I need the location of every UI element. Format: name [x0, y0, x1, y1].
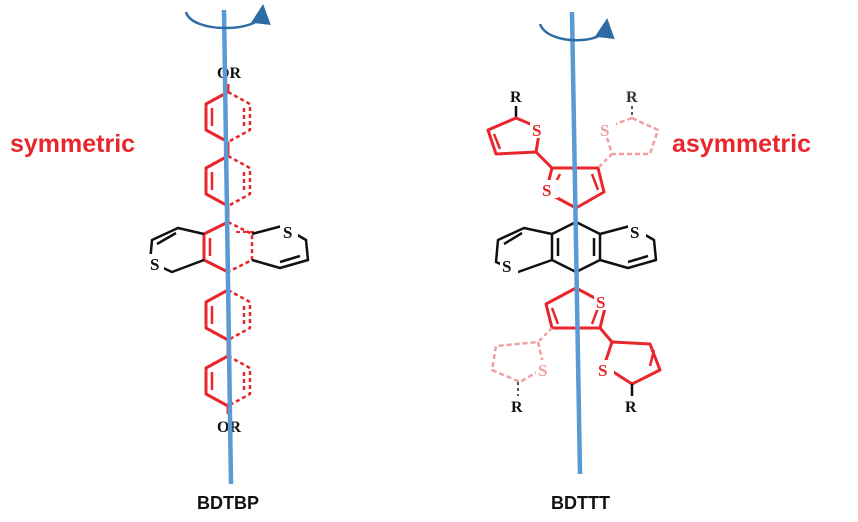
asymmetric-label: asymmetric [672, 130, 811, 158]
sulfur-label: S [630, 223, 639, 242]
phenyl-ring-bottom-2 [204, 354, 252, 408]
sulfur-label: S [532, 121, 541, 140]
bdttt-name: BDTTT [551, 493, 610, 513]
alkyl-label: R [626, 89, 638, 106]
phenyl-ring-top-2 [204, 154, 252, 208]
thiophene-top-inner [540, 166, 606, 210]
top-alkoxy-label: OR [217, 65, 241, 82]
thiophene-bottom-outer [596, 340, 662, 386]
phenyl-ring-bottom-1 [204, 288, 252, 342]
sulfur-label: S [542, 181, 551, 200]
bond [534, 150, 554, 170]
thiophene-bottom-faded [490, 340, 554, 384]
thiophene-top-faded [598, 116, 660, 156]
sulfur-label: S [502, 257, 511, 276]
sulfur-label: S [150, 255, 159, 274]
phenyl-ring-top-1 [204, 90, 252, 144]
bond [537, 327, 553, 343]
rotation-axis-right [569, 11, 583, 475]
sulfur-label: S [598, 361, 607, 380]
sulfur-label: S [283, 223, 292, 242]
alkyl-label: R [625, 399, 637, 416]
sulfur-label: S [538, 361, 547, 380]
bond [597, 153, 613, 169]
bdtbp-name: BDTBP [197, 493, 259, 513]
sulfur-label: S [596, 293, 605, 312]
rotation-arrow-icon [538, 18, 615, 42]
bdttt-structure: R S R S S [486, 89, 662, 416]
rotation-arrow-icon [184, 4, 271, 30]
sulfur-label: S [600, 121, 609, 140]
bdt-core-left [146, 220, 310, 274]
rotation-axis-left [221, 9, 234, 485]
alkyl-label: R [511, 399, 523, 416]
symmetric-label: symmetric [10, 130, 136, 158]
thiophene-top-outer [486, 116, 548, 156]
bond [598, 327, 614, 343]
alkyl-label: R [510, 89, 522, 106]
